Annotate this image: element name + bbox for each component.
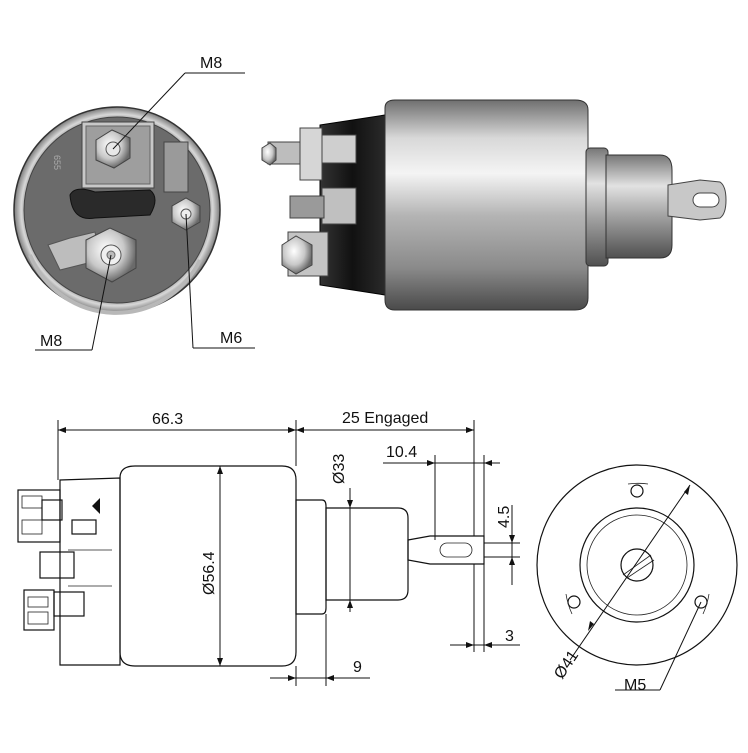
dim-body-diameter: Ø56.4 (201, 551, 218, 595)
side-view-drawing (17, 465, 485, 667)
dim-bolt-circle: Ø41 (551, 648, 582, 683)
dim-plunger-length: 10.4 (386, 444, 417, 461)
dim-tip-thickness: 3 (505, 628, 514, 645)
callout-leaders (35, 72, 255, 351)
svg-text:655: 655 (52, 155, 62, 170)
dim-neck-diameter: Ø33 (331, 454, 348, 484)
dim-flange-step: 9 (353, 659, 362, 676)
callout-m8-bottom: M8 (40, 333, 62, 350)
dimension-lines (57, 420, 520, 686)
callout-m6: M6 (220, 330, 242, 347)
front-view-drawing (536, 464, 738, 666)
dim-body-length: 66.3 (152, 411, 183, 428)
dim-mount-thread: M5 (624, 677, 646, 694)
dim-stroke: 25 Engaged (342, 410, 428, 427)
end-view-photo: 655 (13, 106, 221, 315)
side-view-photo (261, 99, 727, 311)
front-view-dimensions (569, 484, 702, 691)
callout-m8-top: M8 (200, 55, 222, 72)
dim-slot-width: 4.5 (496, 506, 513, 528)
